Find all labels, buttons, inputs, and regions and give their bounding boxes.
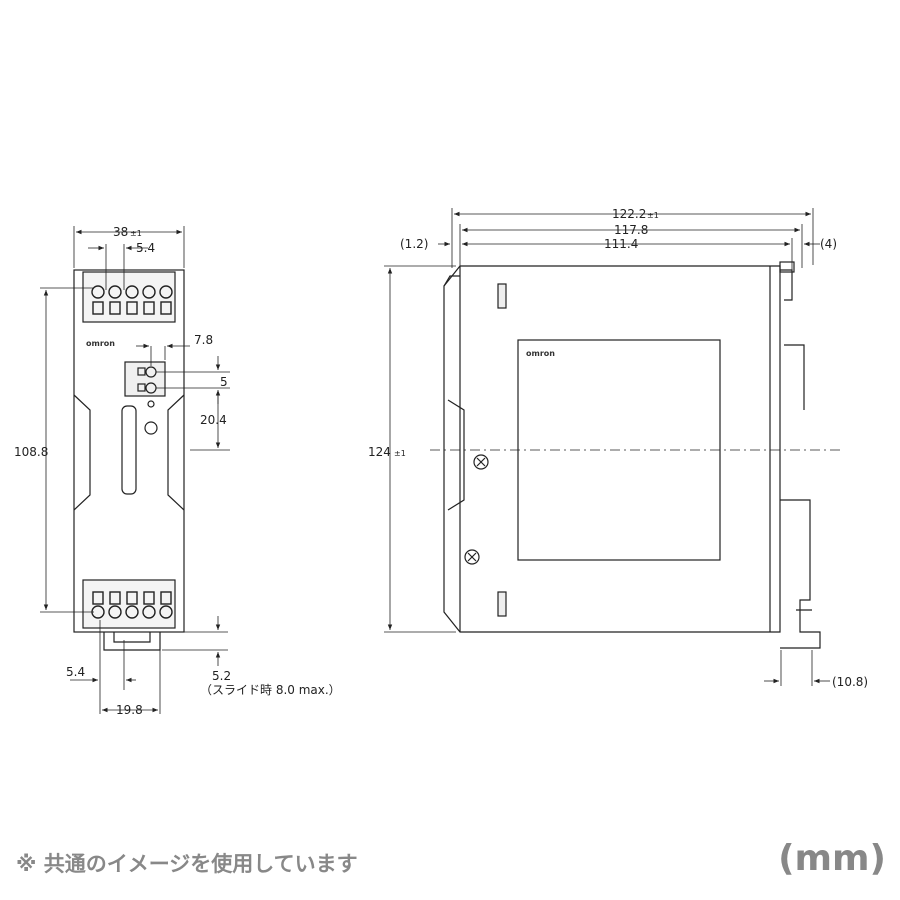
top-terminal-screws [91,285,173,315]
side-logo: omron [526,349,555,358]
dim-connector-pitch: 5 [220,375,228,389]
dim-rail-offset: (10.8) [832,675,868,689]
din-slide [103,632,161,651]
side-dimension-labels: 122.2 ±1 117.8 111.4 (1.2) (4) 124 ±1 (1… [368,207,868,689]
dim-depth-2: 117.8 [614,223,648,237]
dim-bottom-pitch: 5.4 [66,665,85,679]
dim-slide-depth: 5.2 [212,669,231,683]
side-screws [464,454,489,565]
dim-bottom-width: 19.8 [116,703,143,717]
dim-side-height: 124 [368,445,391,459]
front-dimension-labels: 38 ±1 5.4 7.8 5 20.4 108.8 5.4 19.8 5.2 … [14,225,341,717]
front-logo: omron [86,339,115,348]
dim-terminal-pitch: 5.4 [136,241,155,255]
bottom-terminal-screws [91,591,173,619]
adjust-pot [144,421,158,435]
side-housing [443,265,781,633]
dim-slide-note: （スライド時 8.0 max.） [200,683,341,697]
dim-front-height: 108.8 [14,445,48,459]
dim-side-height-tol: ±1 [394,449,406,458]
din-rail-clip [780,269,821,649]
unit-label: (mm) [778,838,886,879]
led-slot [121,405,137,495]
dim-width-top: 38 [113,225,128,239]
dim-overall-depth-tol: ±1 [647,211,659,220]
dim-connector-height: 20.4 [200,413,227,427]
front-view [73,269,185,651]
front-housing [73,269,185,633]
side-dimensions [384,208,840,686]
dim-overall-depth: 122.2 [612,207,646,221]
image-note: ※ 共通のイメージを使用しています [16,852,358,876]
dim-width-top-tol: ±1 [130,229,142,238]
dim-depth-3: 111.4 [604,237,638,251]
front-dimensions [40,226,230,714]
dim-rear-gap: (4) [820,237,837,251]
dim-front-gap: (1.2) [400,237,428,251]
side-view [443,261,821,649]
dim-connector-offset: 7.8 [194,333,213,347]
